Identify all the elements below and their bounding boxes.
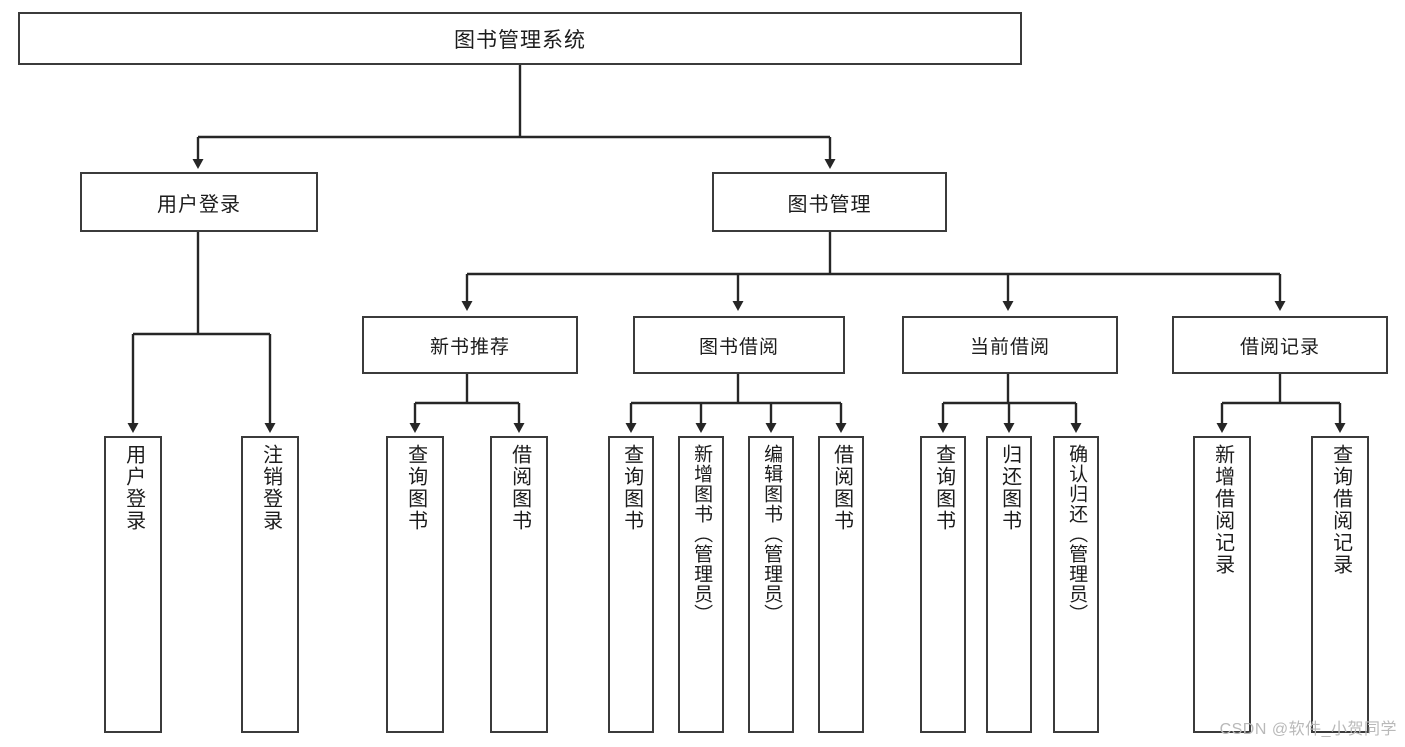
leaf-label: 用户登录	[122, 444, 145, 532]
leaf-label: 新增图书（管理员）	[691, 444, 713, 624]
leaf-label: 新增借阅记录	[1211, 444, 1234, 576]
node-label: 图书管理系统	[454, 28, 586, 52]
leaf-new-book-borrow-book[interactable]: 借阅图书	[490, 436, 548, 733]
leaf-label: 查询图书	[620, 444, 643, 532]
leaf-label: 借阅图书	[508, 444, 531, 532]
leaf-user-login-logout[interactable]: 注销登录	[241, 436, 299, 733]
leaf-book-borrow-edit-book-admin[interactable]: 编辑图书（管理员）	[748, 436, 794, 733]
node-new-book-recommend[interactable]: 新书推荐	[362, 316, 578, 374]
node-label: 用户登录	[157, 193, 241, 216]
leaf-current-borrow-confirm-return-admin[interactable]: 确认归还（管理员）	[1053, 436, 1099, 733]
node-label: 新书推荐	[429, 336, 510, 358]
leaf-borrow-record-query-record[interactable]: 查询借阅记录	[1311, 436, 1369, 733]
node-label: 借阅记录	[1239, 336, 1320, 358]
leaf-new-book-query-book[interactable]: 查询图书	[386, 436, 444, 733]
leaf-book-borrow-query-book[interactable]: 查询图书	[608, 436, 654, 733]
leaf-label: 查询借阅记录	[1329, 444, 1352, 576]
leaf-book-borrow-add-book-admin[interactable]: 新增图书（管理员）	[678, 436, 724, 733]
node-borrow-record[interactable]: 借阅记录	[1172, 316, 1388, 374]
leaf-label: 归还图书	[998, 444, 1021, 532]
leaf-label: 查询图书	[932, 444, 955, 532]
leaf-label: 查询图书	[404, 444, 427, 532]
node-user-login[interactable]: 用户登录	[80, 172, 318, 232]
leaf-current-borrow-query-book[interactable]: 查询图书	[920, 436, 966, 733]
leaf-borrow-record-add-record[interactable]: 新增借阅记录	[1193, 436, 1251, 733]
leaf-current-borrow-return-book[interactable]: 归还图书	[986, 436, 1032, 733]
leaf-book-borrow-borrow-book[interactable]: 借阅图书	[818, 436, 864, 733]
node-current-borrow[interactable]: 当前借阅	[902, 316, 1118, 374]
node-label: 图书借阅	[698, 336, 779, 358]
node-book-management[interactable]: 图书管理	[712, 172, 947, 232]
leaf-user-login-login[interactable]: 用户登录	[104, 436, 162, 733]
node-root-book-management-system[interactable]: 图书管理系统	[18, 12, 1022, 65]
leaf-label: 编辑图书（管理员）	[761, 444, 783, 624]
leaf-label: 确认归还（管理员）	[1066, 444, 1088, 624]
node-label: 图书管理	[787, 193, 872, 216]
leaf-label: 注销登录	[259, 444, 282, 532]
csdn-watermark: CSDN @软件_小贺同学	[1219, 721, 1397, 738]
node-book-borrow[interactable]: 图书借阅	[633, 316, 845, 374]
leaf-label: 借阅图书	[830, 444, 853, 532]
node-label: 当前借阅	[969, 336, 1050, 358]
